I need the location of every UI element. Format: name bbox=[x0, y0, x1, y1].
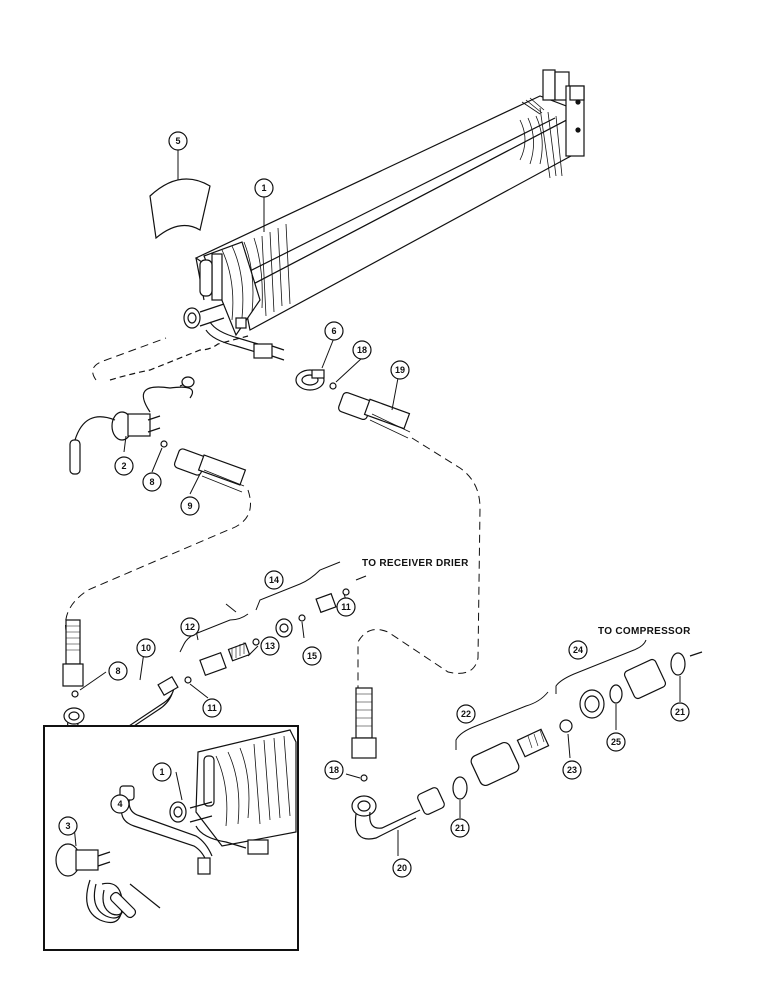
fitting-22 bbox=[470, 728, 550, 787]
callout-8: 8 bbox=[149, 477, 154, 487]
o-ring-11-top bbox=[342, 588, 350, 596]
fitting-stub-left bbox=[62, 619, 84, 687]
callout-5: 5 bbox=[175, 136, 180, 146]
o-ring-18-lower bbox=[360, 774, 368, 782]
callout-18-lower: 18 bbox=[329, 765, 339, 775]
o-ring-21-right bbox=[670, 652, 686, 676]
o-ring-23 bbox=[559, 719, 573, 733]
callout-2: 2 bbox=[121, 461, 126, 471]
routing-lines bbox=[65, 337, 481, 692]
o-ring-8-lower bbox=[71, 690, 79, 698]
callout-numbers: 1 5 6 18 19 2 8 9 14 12 11 13 15 8 10 11… bbox=[65, 136, 685, 873]
clamp bbox=[295, 369, 325, 391]
callout-25: 25 bbox=[611, 737, 621, 747]
callout-4-inset: 4 bbox=[117, 799, 122, 809]
evaporator-core bbox=[183, 69, 585, 361]
callout-1: 1 bbox=[261, 183, 266, 193]
o-ring-15 bbox=[298, 614, 306, 622]
o-ring-21-lower bbox=[452, 776, 468, 800]
label-to-compressor: TO COMPRESSOR bbox=[598, 626, 691, 637]
inset-detail bbox=[43, 725, 299, 951]
leader-lines bbox=[73, 150, 681, 856]
arrow-compressor bbox=[689, 651, 703, 657]
callout-11-lower: 11 bbox=[207, 703, 217, 713]
callout-23: 23 bbox=[567, 765, 577, 775]
o-ring-18 bbox=[329, 382, 337, 390]
callout-8-lower: 8 bbox=[115, 666, 120, 676]
callout-24: 24 bbox=[573, 645, 583, 655]
callout-21-right: 21 bbox=[675, 707, 685, 717]
fitting-14 bbox=[275, 592, 337, 638]
callout-9: 9 bbox=[187, 501, 192, 511]
fitting-19 bbox=[338, 391, 411, 439]
fitting-24 bbox=[579, 658, 667, 719]
callout-15: 15 bbox=[307, 651, 317, 661]
callout-11: 11 bbox=[341, 602, 351, 612]
o-ring-8 bbox=[160, 440, 168, 448]
callout-12: 12 bbox=[185, 622, 195, 632]
callout-3-inset: 3 bbox=[65, 821, 70, 831]
callout-20: 20 bbox=[397, 863, 407, 873]
tube-20 bbox=[351, 787, 445, 840]
callout-circles bbox=[58, 131, 690, 878]
fitting-9 bbox=[173, 448, 247, 493]
callout-14: 14 bbox=[269, 575, 279, 585]
callout-13: 13 bbox=[265, 641, 275, 651]
insulation-pad bbox=[149, 178, 211, 240]
o-ring-13 bbox=[252, 638, 260, 646]
fitting-stub-right bbox=[351, 687, 377, 759]
expansion-valve bbox=[69, 335, 249, 475]
o-ring-11 bbox=[184, 676, 192, 684]
o-ring-25 bbox=[609, 684, 623, 704]
callout-10: 10 bbox=[141, 643, 151, 653]
fitting-12 bbox=[199, 642, 251, 677]
label-to-receiver-drier: TO RECEIVER DRIER bbox=[362, 558, 469, 569]
callout-22: 22 bbox=[461, 709, 471, 719]
callout-1-inset: 1 bbox=[159, 767, 164, 777]
callout-21-lower: 21 bbox=[455, 823, 465, 833]
callout-18: 18 bbox=[357, 345, 367, 355]
callout-19: 19 bbox=[395, 365, 405, 375]
arrow-receiver bbox=[355, 575, 367, 581]
bracket-lines bbox=[179, 561, 647, 750]
callout-6: 6 bbox=[331, 326, 336, 336]
